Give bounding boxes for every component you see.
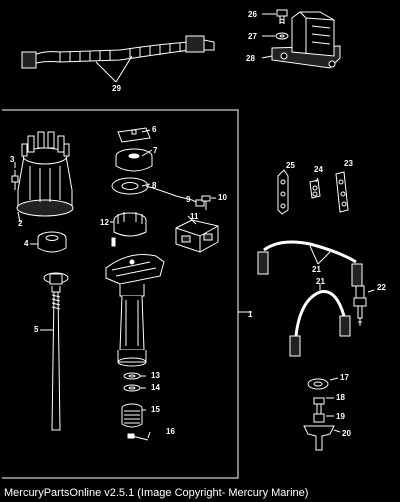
distributor-kit-box (2, 109, 252, 479)
part-25-wire-separator[interactable] (277, 169, 289, 215)
part-24-wire-separator[interactable] (309, 177, 321, 199)
callout-24: 24 (314, 165, 323, 174)
part-3-cap-screw[interactable] (11, 162, 19, 190)
callout-21-lower: 21 (316, 277, 325, 286)
callout-13: 13 (151, 371, 160, 380)
part-16-roll-pin[interactable] (127, 431, 151, 441)
part-20-clamp[interactable] (303, 425, 341, 451)
callout-29: 29 (112, 84, 121, 93)
callout-8: 8 (152, 181, 157, 190)
copyright-footer: MercuryPartsOnline v2.5.1 (Image Copyrig… (4, 487, 309, 499)
part-19-spacer[interactable] (313, 413, 334, 423)
part-6-gasket[interactable] (117, 127, 151, 143)
part-13-washer[interactable] (123, 372, 146, 380)
callout-1: 1 (248, 310, 253, 319)
part-12-pole-piece[interactable] (110, 212, 147, 247)
callout-18: 18 (336, 393, 345, 402)
callout-10: 10 (218, 193, 227, 202)
part-26-coil-screw[interactable] (262, 9, 288, 24)
part-18-bolt[interactable] (313, 397, 334, 416)
callout-labels: 1 2 3 4 5 6 7 8 9 10 11 12 13 14 15 16 1… (10, 10, 386, 438)
callout-20: 20 (342, 429, 351, 438)
callout-12: 12 (100, 218, 109, 227)
callout-14: 14 (151, 383, 160, 392)
callout-25: 25 (286, 161, 295, 170)
callout-27: 27 (248, 32, 257, 41)
callout-2: 2 (18, 219, 23, 228)
callout-3: 3 (10, 155, 15, 164)
callout-17: 17 (340, 373, 349, 382)
part-9-connector-lead[interactable] (175, 195, 205, 207)
callout-16: 16 (166, 427, 175, 436)
part-4-bushing[interactable] (30, 231, 67, 253)
part-17-washer[interactable] (307, 377, 339, 390)
callout-7: 7 (153, 146, 158, 155)
callout-9: 9 (186, 195, 191, 204)
callout-11: 11 (190, 212, 199, 221)
part-7-rotor[interactable] (115, 148, 153, 172)
part-21-spark-plug-wire-lower[interactable] (289, 284, 351, 357)
callout-28: 28 (246, 54, 255, 63)
part-11-ignition-module[interactable] (175, 215, 219, 253)
callout-21-upper: 21 (312, 265, 321, 274)
part-21-spark-plug-wire-upper[interactable] (257, 240, 363, 287)
part-23-wire-separator[interactable] (335, 171, 349, 213)
part-5-distributor-shaft[interactable] (40, 272, 69, 431)
part-14-shim[interactable] (123, 384, 146, 392)
callout-15: 15 (151, 405, 160, 414)
part-22-spark-plug[interactable] (353, 285, 375, 326)
part-8-pickup-coil[interactable] (111, 177, 177, 197)
part-15-drive-gear[interactable] (121, 403, 146, 428)
part-27-coil-washer[interactable] (262, 32, 289, 40)
part-28-ignition-coil[interactable] (261, 11, 341, 69)
part-1-distributor-housing[interactable] (105, 254, 165, 367)
callout-6: 6 (152, 125, 157, 134)
part-29-wire-harness[interactable] (21, 35, 215, 83)
callout-19: 19 (336, 412, 345, 421)
part-2-distributor-cap[interactable] (16, 131, 74, 223)
callout-26: 26 (248, 10, 257, 19)
callout-5: 5 (34, 325, 39, 334)
part-10-screw[interactable] (201, 195, 216, 210)
callout-23: 23 (344, 159, 353, 168)
callout-4: 4 (24, 239, 29, 248)
callout-22: 22 (377, 283, 386, 292)
